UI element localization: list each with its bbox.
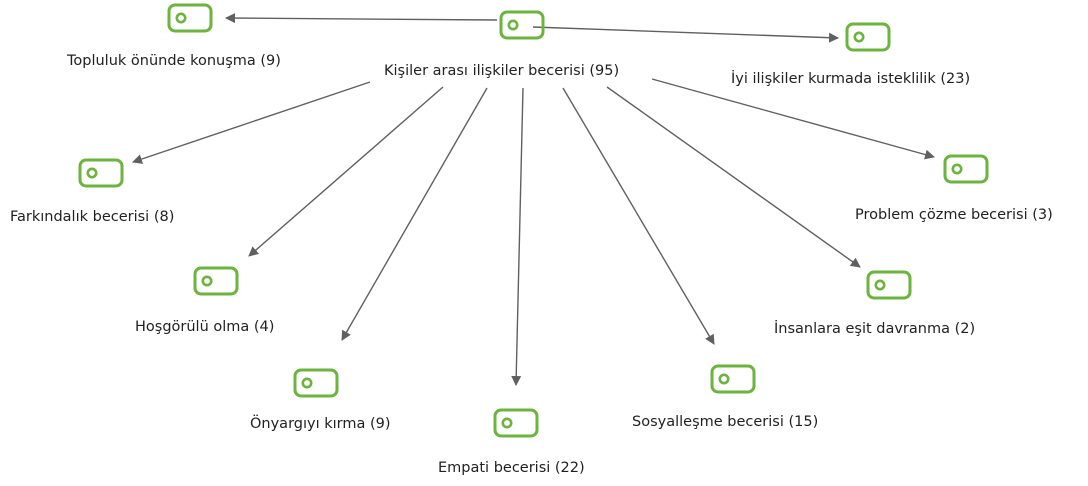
- node-label-sosyallesme[interactable]: Sosyalleşme becerisi (15): [632, 414, 819, 430]
- code-icon[interactable]: [845, 22, 891, 52]
- code-icon[interactable]: [710, 364, 756, 394]
- edge-to-hosgorulu: [248, 86, 444, 257]
- edge-to-onyargi: [341, 87, 488, 341]
- node-label-farkindalik[interactable]: Farkındalık becerisi (8): [10, 209, 175, 225]
- edge-to-sosyallesme: [562, 87, 715, 345]
- code-icon[interactable]: [493, 408, 539, 438]
- code-icon[interactable]: [78, 158, 124, 188]
- node-label-onyargi[interactable]: Önyargıyı kırma (9): [250, 416, 391, 432]
- edge-to-problem: [651, 78, 935, 160]
- edge-to-insanlara: [606, 86, 861, 268]
- edge-to-empati: [511, 87, 524, 386]
- node-label-hosgorulu[interactable]: Hoşgörülü olma (4): [135, 319, 275, 335]
- code-icon[interactable]: [193, 266, 239, 296]
- code-icon[interactable]: [167, 3, 213, 33]
- node-label-insanlara[interactable]: İnsanlara eşit davranma (2): [774, 321, 976, 337]
- center-code-icon[interactable]: [499, 10, 545, 40]
- node-label-topluluk[interactable]: Topluluk önünde konuşma (9): [67, 53, 281, 69]
- edge-to-farkindalik: [132, 81, 371, 164]
- code-icon[interactable]: [866, 270, 912, 300]
- code-icon[interactable]: [943, 154, 989, 184]
- edge-to-topluluk: [225, 13, 498, 24]
- edge-to-iyi: [532, 26, 839, 43]
- code-icon[interactable]: [293, 368, 339, 398]
- node-label-problem[interactable]: Problem çözme becerisi (3): [855, 207, 1053, 223]
- node-label-empati[interactable]: Empati becerisi (22): [438, 460, 585, 476]
- node-label-iyi[interactable]: İyi ilişkiler kurmada isteklilik (23): [731, 71, 971, 87]
- center-node-label[interactable]: Kişiler arası ilişkiler becerisi (95): [384, 63, 620, 79]
